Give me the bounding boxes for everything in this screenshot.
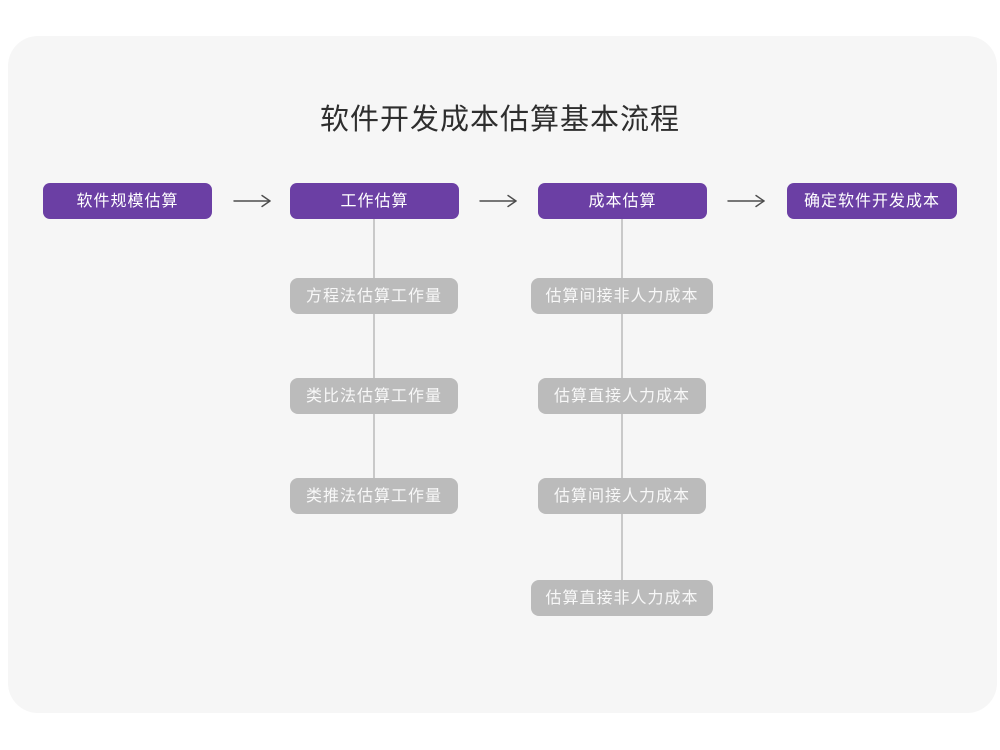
connector-line-work-estimation [373, 218, 375, 496]
sub-node-indirect-labor-cost: 估算间接人力成本 [538, 478, 706, 514]
sub-node-direct-labor-cost: 估算直接人力成本 [538, 378, 706, 414]
flow-node-work-estimation: 工作估算 [290, 183, 459, 219]
sub-node-direct-non-labor-cost: 估算直接非人力成本 [531, 580, 713, 616]
flow-node-cost-estimation: 成本估算 [538, 183, 707, 219]
sub-node-extrapolation-method: 类推法估算工作量 [290, 478, 458, 514]
sub-node-analogy-method: 类比法估算工作量 [290, 378, 458, 414]
flow-arrow-icon [233, 193, 273, 209]
diagram-title: 软件开发成本估算基本流程 [319, 102, 680, 136]
diagram-card-background [8, 36, 997, 713]
sub-node-indirect-non-labor-cost: 估算间接非人力成本 [531, 278, 713, 314]
flow-arrow-icon [479, 193, 519, 209]
flow-node-determine-software-dev-cost: 确定软件开发成本 [787, 183, 957, 219]
flow-arrow-icon [727, 193, 767, 209]
sub-node-equation-method: 方程法估算工作量 [290, 278, 458, 314]
flow-node-software-scale-estimation: 软件规模估算 [43, 183, 212, 219]
